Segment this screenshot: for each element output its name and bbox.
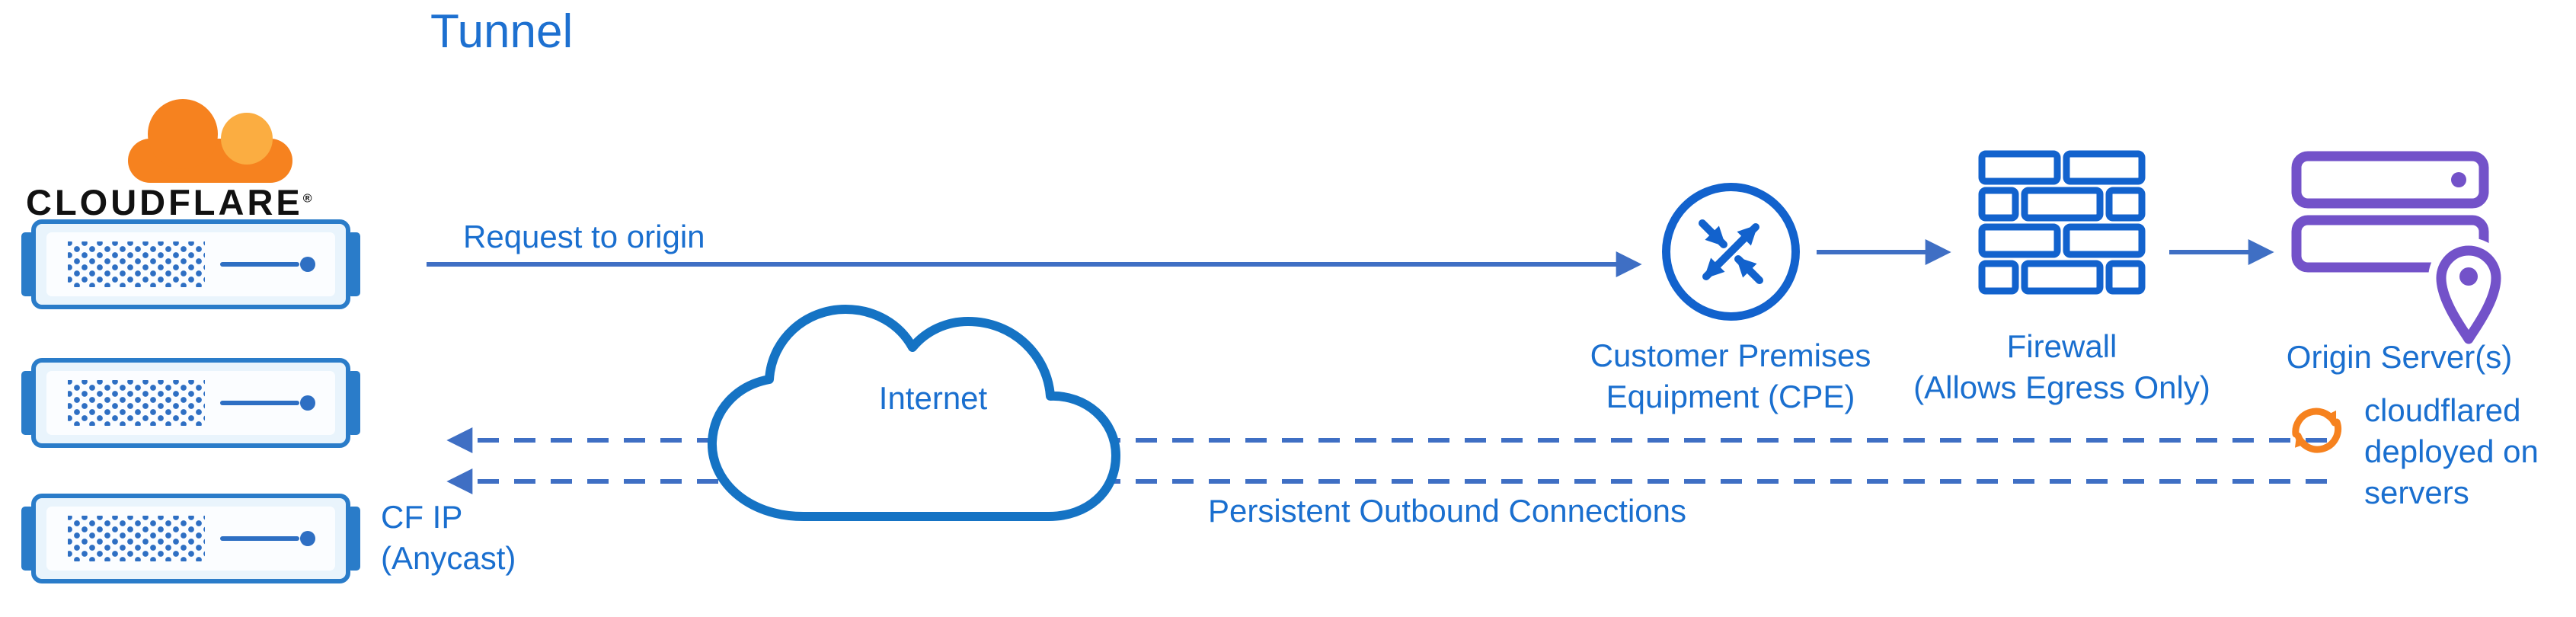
cpe-router-icon (1662, 183, 1800, 321)
server-faceplate (46, 507, 335, 571)
firewall-label: Firewall (Allows Egress Only) (1913, 328, 2210, 405)
server-vent-dots (68, 516, 205, 561)
server-power-dot (300, 531, 315, 546)
cloudflare-wordmark-text: CLOUDFLARE (26, 182, 303, 222)
request-to-origin-label: Request to origin (463, 219, 705, 254)
origin-server-label: Origin Server(s) (2286, 339, 2513, 375)
internet-label: Internet (878, 380, 988, 416)
server-faceplate (46, 371, 335, 435)
sync-arrows-icon (2292, 408, 2342, 453)
cf-ip-label: CF IP (Anycast) (381, 499, 516, 576)
edge-server-icon (21, 358, 360, 448)
cpe-label: Customer Premises Equipment (CPE) (1590, 337, 1871, 414)
server-mount-left (21, 507, 34, 571)
server-faceplate (46, 232, 335, 296)
server-vent-dots (68, 380, 205, 426)
cloudflare-cloud-icon (128, 99, 292, 183)
server-chassis (31, 358, 350, 448)
server-slot-line (220, 262, 299, 267)
server-chassis (31, 494, 350, 583)
server-mount-left (21, 232, 34, 296)
edge-server-icon (21, 219, 360, 309)
origin-server-icon (2291, 151, 2509, 345)
server-mount-left (21, 371, 34, 435)
cloudflare-wordmark: CLOUDFLARE® (26, 181, 312, 223)
server-mount-right (347, 507, 360, 571)
registered-mark: ® (302, 192, 312, 206)
server-vent-dots (68, 241, 205, 287)
server-slot-line (220, 536, 299, 541)
persistent-connections-label: Persistent Outbound Connections (1207, 493, 1687, 529)
server-mount-right (347, 371, 360, 435)
server-chassis (31, 219, 350, 309)
server-power-dot (300, 257, 315, 272)
page-title: Tunnel (430, 5, 574, 58)
location-pin-icon (2428, 238, 2509, 345)
edge-server-icon (21, 494, 360, 583)
internet-cloud-icon (707, 305, 1120, 521)
server-mount-right (347, 232, 360, 296)
server-slot-line (220, 401, 299, 405)
firewall-brick-icon (1978, 150, 2146, 295)
cloudflared-label: cloudflared deployed on servers (2364, 392, 2539, 510)
server-power-dot (300, 395, 315, 411)
